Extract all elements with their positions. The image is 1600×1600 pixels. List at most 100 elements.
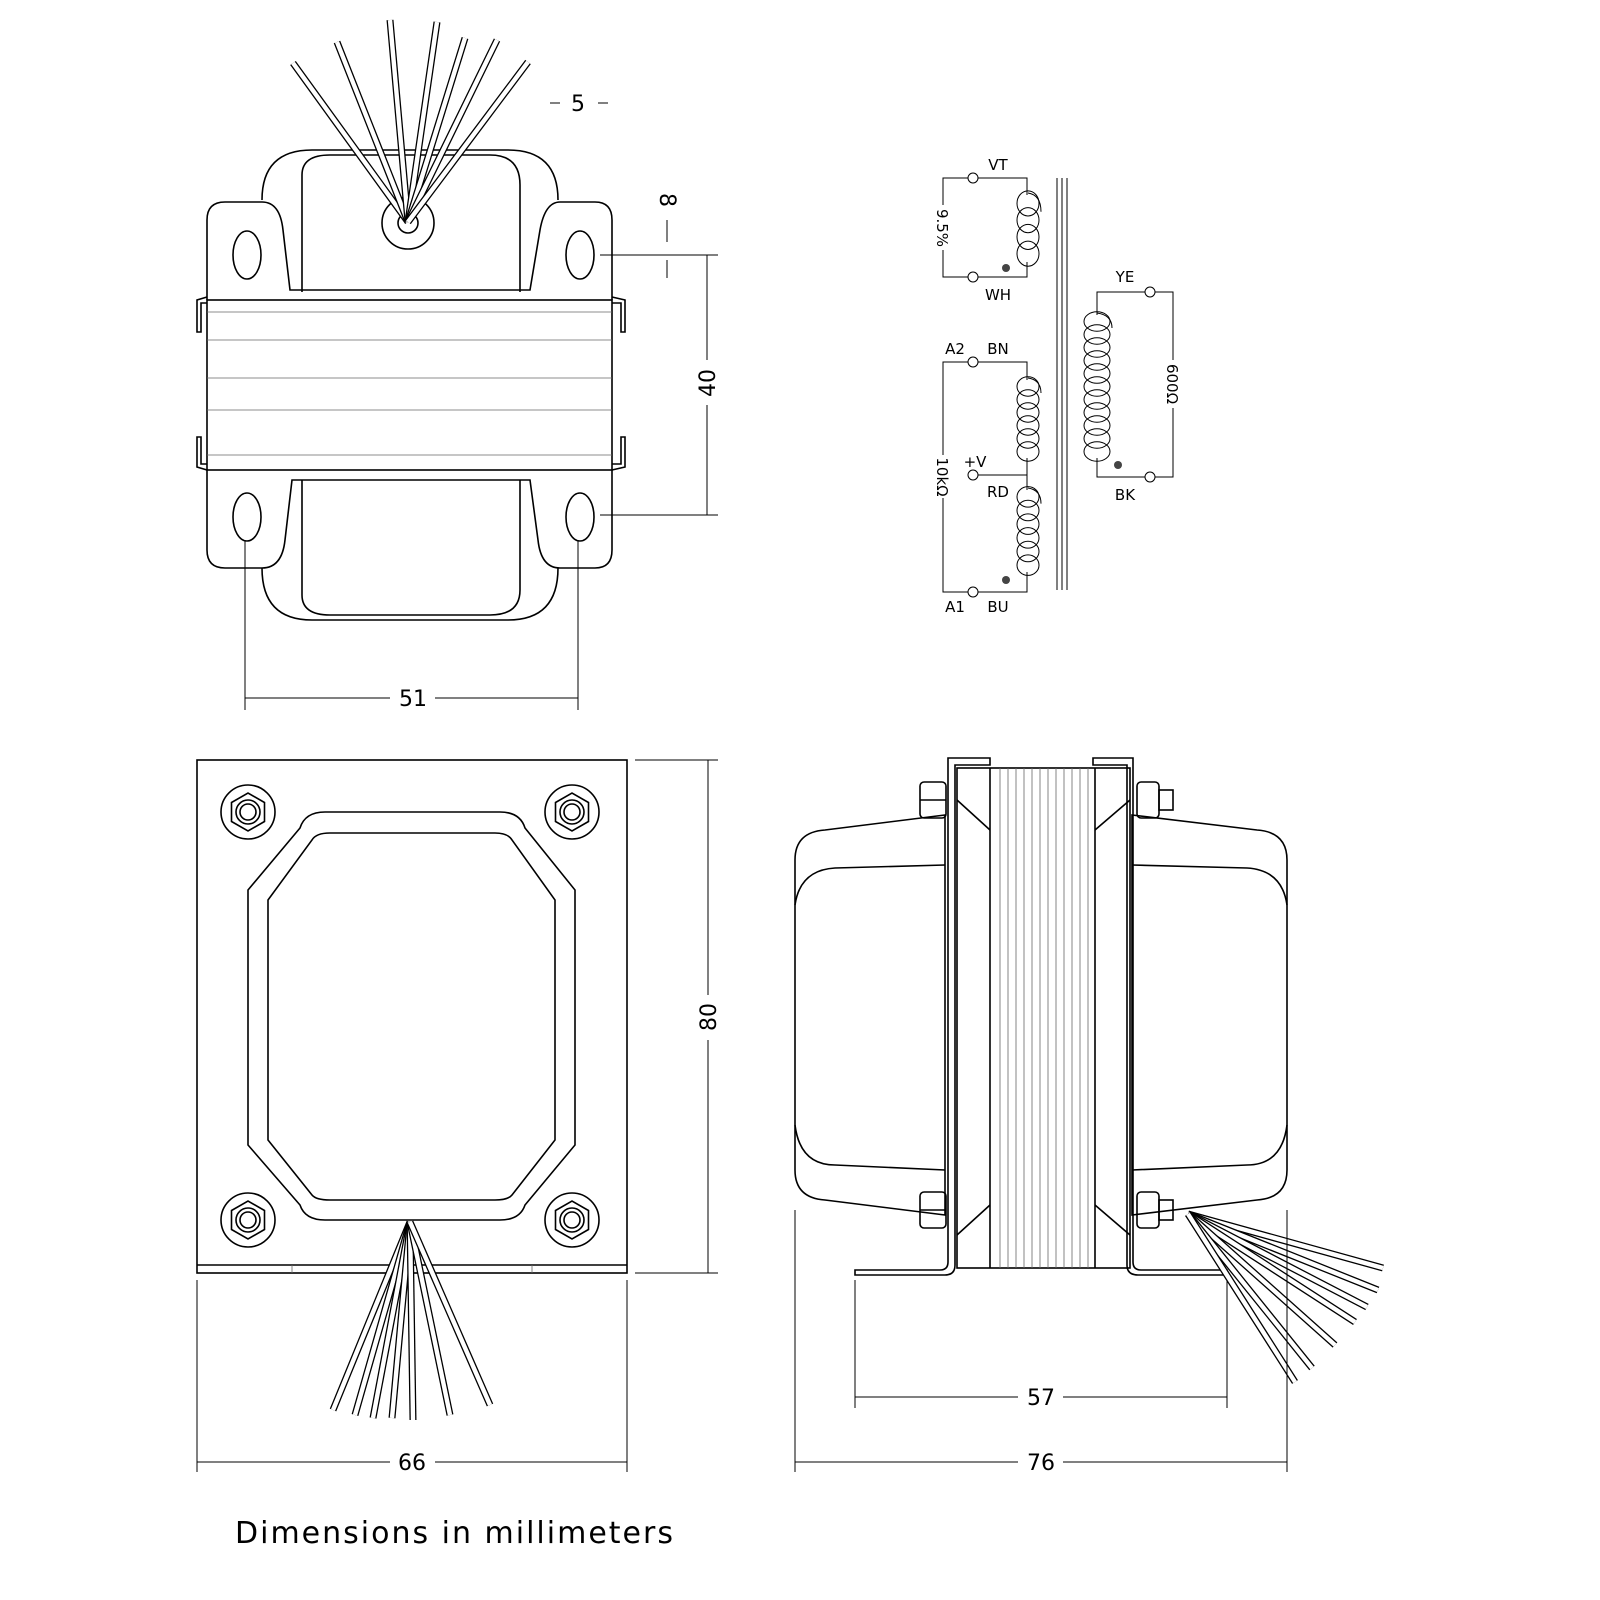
- lead-wires: [290, 19, 531, 225]
- bolt-washer: [220, 1192, 276, 1248]
- wire-fill: [406, 39, 499, 223]
- coil-turn: [1083, 324, 1111, 345]
- label-a2: A2: [945, 340, 965, 358]
- bolt-washer: [544, 784, 600, 840]
- bolt-nuts: [919, 781, 1174, 1229]
- top-view: 5 8 40 51: [196, 19, 721, 712]
- lead-wires: [329, 1220, 494, 1421]
- windings: [1016, 190, 1113, 576]
- dim-foot-width: 57: [1027, 1386, 1055, 1411]
- terminal: [967, 172, 979, 184]
- wire-fill: [406, 60, 530, 224]
- dim-slot-offset: 8: [654, 193, 679, 207]
- terminal: [967, 586, 979, 598]
- lead-wires: [1185, 1210, 1384, 1384]
- coil-turn: [1016, 554, 1040, 576]
- terminal: [967, 469, 979, 481]
- dim-depth: 76: [1027, 1451, 1055, 1476]
- label-plus-v: +V: [964, 453, 988, 471]
- wire-fill: [1186, 1212, 1357, 1324]
- label-vt: VT: [988, 156, 1008, 174]
- bolt-thread: [563, 803, 581, 821]
- coil-turn: [1016, 499, 1040, 522]
- coil-turn: [1083, 350, 1111, 371]
- terminal: [1144, 286, 1156, 298]
- label-primary-tap: 9.5%: [933, 209, 951, 247]
- wire-fill: [405, 21, 440, 223]
- caption: Dimensions in millimeters: [235, 1516, 675, 1551]
- coil-end: [1027, 192, 1042, 212]
- dim-height: 80: [697, 1003, 722, 1031]
- coil-turn: [1083, 415, 1111, 436]
- mounting-slot: [565, 492, 595, 542]
- coil-turn: [1016, 527, 1040, 549]
- label-bk: BK: [1115, 486, 1136, 504]
- coil-turn: [1083, 311, 1111, 332]
- bolt-washer: [220, 784, 276, 840]
- coil-turn: [1016, 240, 1040, 267]
- coil-turn: [1016, 207, 1040, 234]
- coil-turn: [1016, 190, 1040, 217]
- mounting-slot: [232, 492, 262, 542]
- front-view: 80 66: [196, 759, 722, 1476]
- nut: [1136, 1191, 1160, 1229]
- dim-mount-height: 40: [696, 369, 721, 397]
- polarity-dot: [1002, 576, 1010, 584]
- label-bn: BN: [987, 340, 1009, 358]
- mounting-slot: [232, 230, 262, 280]
- wire-fill: [1187, 1211, 1384, 1271]
- coil-turn: [1083, 441, 1111, 462]
- terminal: [967, 271, 979, 283]
- bolt-head: [559, 1207, 585, 1233]
- label-a1: A1: [945, 598, 965, 616]
- hex-nut: [554, 792, 590, 832]
- core-laminations: [999, 768, 1089, 1268]
- terminal: [967, 356, 979, 368]
- coil-turn: [1016, 223, 1040, 250]
- wire-fill: [1186, 1212, 1314, 1370]
- wire-fill: [1186, 1212, 1297, 1384]
- bolt-thread: [239, 803, 257, 821]
- dim-mount-width: 51: [399, 687, 427, 712]
- bolt-thread: [239, 1211, 257, 1229]
- hex-nut: [230, 1200, 266, 1240]
- bolt-washer: [544, 1192, 600, 1248]
- bolt-head: [559, 799, 585, 825]
- coil-turn: [1016, 389, 1040, 410]
- label-rd: RD: [987, 483, 1009, 501]
- wire-fill: [405, 37, 468, 223]
- hex-nut: [554, 1200, 590, 1240]
- coil-end: [1027, 377, 1042, 394]
- wire-fill: [407, 1221, 453, 1416]
- coil-turn: [1016, 376, 1040, 397]
- coil-turn: [1083, 428, 1111, 449]
- coil-turn: [1083, 363, 1111, 384]
- coil-turn: [1083, 376, 1111, 397]
- bolt-end: [1158, 1199, 1174, 1221]
- mounting-slot: [565, 230, 595, 280]
- dim-width: 66: [398, 1451, 426, 1476]
- wire-fill: [407, 1221, 493, 1406]
- coil-turn: [1016, 441, 1040, 462]
- coil-turn: [1016, 428, 1040, 449]
- coil-turn: [1016, 486, 1040, 508]
- wire-fill: [1186, 1212, 1337, 1347]
- bolt-end: [1158, 789, 1174, 811]
- wire-fill: [334, 41, 411, 223]
- bolt-head: [235, 1207, 261, 1233]
- coil-turn: [1083, 389, 1111, 410]
- nut: [1136, 781, 1160, 819]
- label-secondary-impedance: 600Ω: [1163, 364, 1181, 404]
- wire-fill: [387, 19, 411, 223]
- bolt-head: [235, 799, 261, 825]
- bolt-thread: [563, 1211, 581, 1229]
- dim-slot-pitch: 5: [571, 92, 585, 117]
- label-primary-impedance: 10kΩ: [933, 457, 951, 496]
- hex-nut: [230, 792, 266, 832]
- side-view: 57 76: [794, 757, 1384, 1476]
- coil-turn: [1016, 415, 1040, 436]
- label-ye: YE: [1115, 268, 1135, 286]
- coil-end: [1096, 312, 1113, 329]
- polarity-dot: [1002, 264, 1010, 272]
